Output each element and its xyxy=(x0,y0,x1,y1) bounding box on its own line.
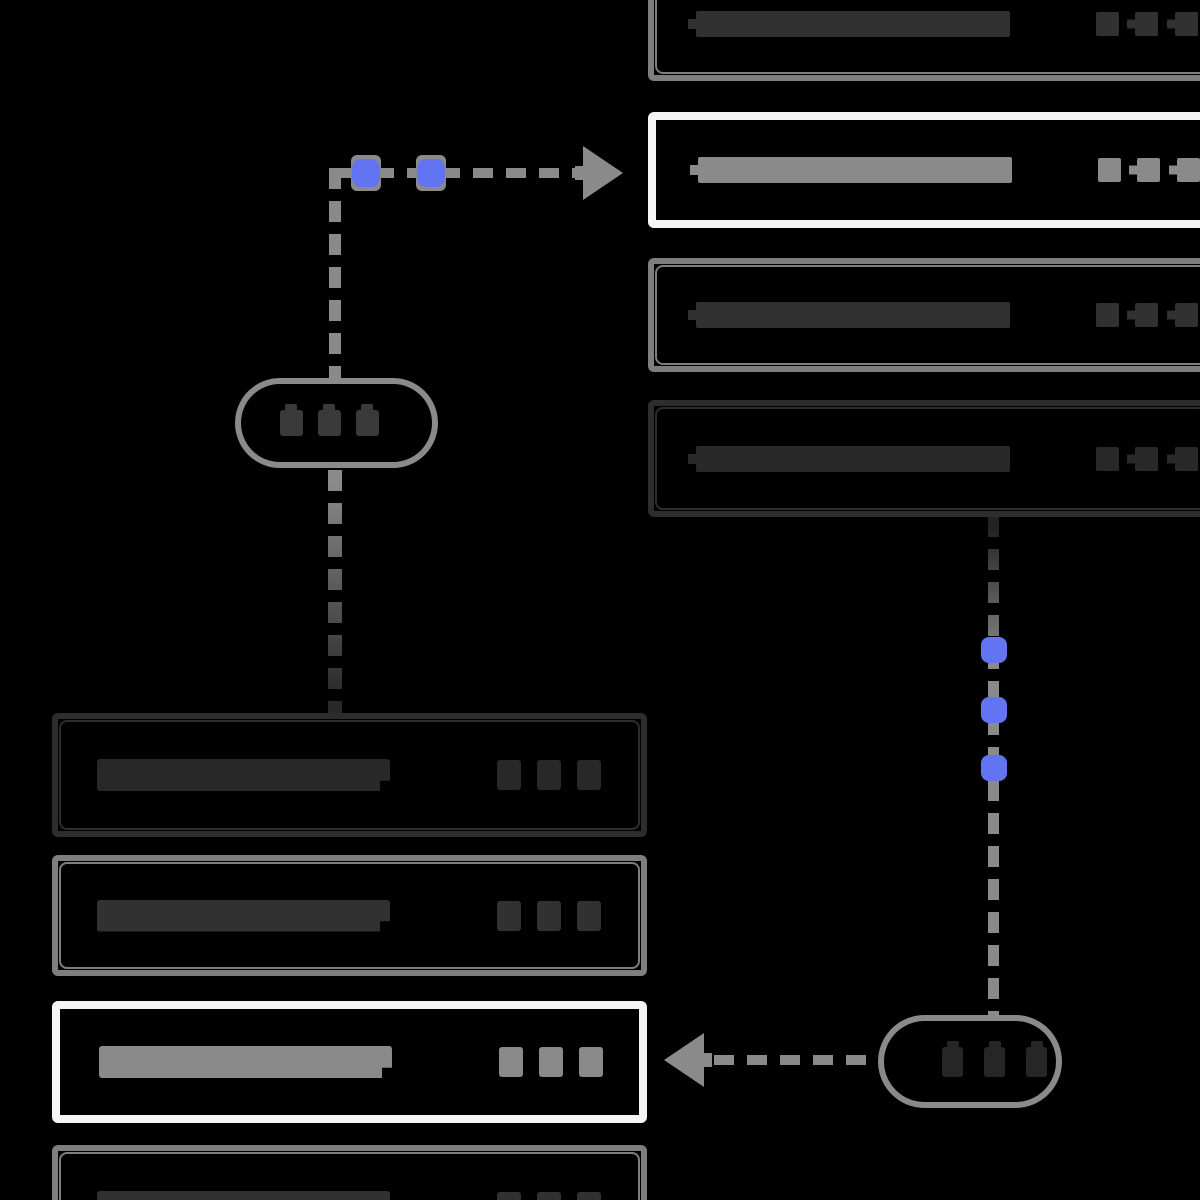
grip-pill-top-left[interactable] xyxy=(235,378,438,468)
connector-fade xyxy=(328,470,342,716)
bar-connector-nub xyxy=(688,310,697,320)
text-placeholder-bar xyxy=(696,11,1010,37)
button-connector-nub xyxy=(1167,19,1175,29)
button-placeholder xyxy=(579,1047,603,1077)
left-card-2[interactable] xyxy=(52,855,647,976)
button-connector-nub xyxy=(1167,454,1175,463)
grip-dot-icon xyxy=(1026,1040,1047,1077)
right-card-3[interactable] xyxy=(648,258,1200,372)
grip-pill-bottom-right[interactable] xyxy=(878,1015,1062,1108)
button-placeholder xyxy=(537,760,561,790)
button-placeholder xyxy=(577,900,601,931)
right-card-2[interactable] xyxy=(648,112,1200,228)
button-placeholder xyxy=(1135,12,1158,36)
button-placeholder xyxy=(499,1047,523,1077)
drag-dot-handle xyxy=(981,697,1007,723)
button-placeholder xyxy=(1137,158,1160,182)
drag-dot-handle xyxy=(352,159,380,187)
grip-dot-icon xyxy=(942,1040,963,1077)
bar-connector-nub xyxy=(690,165,699,175)
left-card-3[interactable] xyxy=(52,1001,647,1123)
drag-dot-handle xyxy=(417,159,445,187)
button-placeholder-group xyxy=(499,1047,603,1077)
button-placeholder xyxy=(1096,446,1119,471)
right-card-4[interactable] xyxy=(648,400,1200,517)
text-placeholder-bar xyxy=(698,157,1012,183)
left-card-1[interactable] xyxy=(52,713,647,837)
grip-dot-icon xyxy=(984,1040,1005,1077)
button-placeholder xyxy=(577,1192,601,1200)
button-connector-nub xyxy=(1167,310,1175,320)
drag-dot-handle xyxy=(981,637,1007,663)
button-connector-nub xyxy=(1169,165,1177,175)
left-card-4[interactable] xyxy=(52,1145,647,1200)
button-placeholder xyxy=(1177,158,1200,182)
button-placeholder xyxy=(497,760,521,790)
button-placeholder xyxy=(1175,12,1198,36)
button-placeholder xyxy=(1096,303,1119,327)
grip-dot-icon xyxy=(356,404,379,436)
bar-connector-nub xyxy=(688,453,697,464)
text-placeholder-bar xyxy=(97,1191,390,1200)
grip-dot-icon xyxy=(318,404,341,436)
button-connector-nub xyxy=(1127,454,1135,463)
button-placeholder xyxy=(577,760,601,790)
button-placeholder xyxy=(539,1047,563,1077)
button-placeholder-group xyxy=(497,760,601,790)
button-connector-nub xyxy=(1129,165,1137,175)
button-placeholder xyxy=(1098,158,1121,182)
text-placeholder-bar xyxy=(97,899,390,932)
button-placeholder xyxy=(537,900,561,931)
right-card-1[interactable] xyxy=(648,0,1200,81)
insert-arrow-left-icon xyxy=(664,1033,712,1087)
connector-top-left-vertical xyxy=(329,168,341,380)
button-placeholder-group xyxy=(497,1192,601,1200)
text-placeholder-bar xyxy=(696,302,1010,328)
button-connector-nub xyxy=(1127,19,1135,29)
button-placeholder xyxy=(1175,446,1198,471)
bar-connector-nub xyxy=(688,19,697,29)
insert-arrow-right-icon xyxy=(575,146,623,200)
button-placeholder xyxy=(1135,303,1158,327)
text-placeholder-bar xyxy=(99,1046,392,1078)
button-connector-nub xyxy=(1127,310,1135,320)
connector-left-vertical-fading xyxy=(328,470,342,716)
button-placeholder xyxy=(1135,446,1158,471)
connector-bottom-horizontal xyxy=(714,1055,876,1065)
button-placeholder xyxy=(537,1192,561,1200)
button-placeholder xyxy=(1175,303,1198,327)
button-placeholder-group xyxy=(497,900,601,931)
drag-dot-handle xyxy=(981,755,1007,781)
button-placeholder xyxy=(1096,12,1119,36)
button-placeholder xyxy=(497,900,521,931)
text-placeholder-bar xyxy=(97,759,390,791)
grip-dot-icon xyxy=(280,404,303,436)
connector-top-horizontal xyxy=(341,168,579,178)
button-placeholder xyxy=(497,1192,521,1200)
text-placeholder-bar xyxy=(696,445,1010,472)
